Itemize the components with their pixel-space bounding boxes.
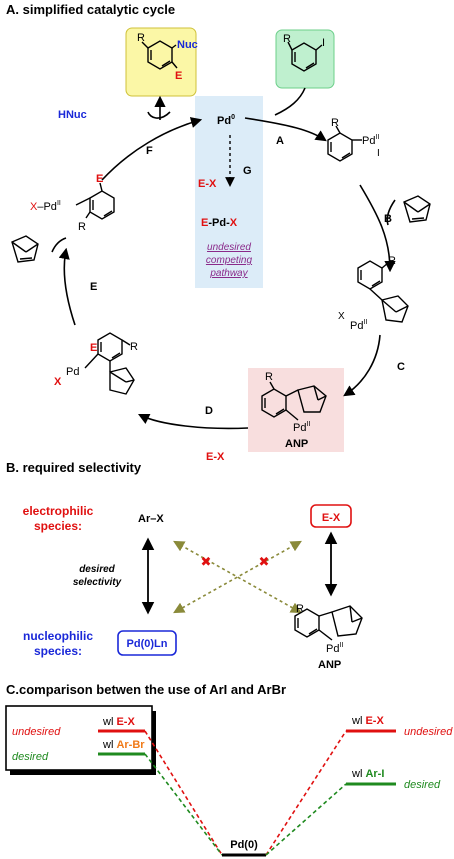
arrow-step-e xyxy=(58,247,76,326)
electrophilic-label-1: electrophilic xyxy=(23,504,94,518)
anp-pd-label: PdII xyxy=(293,421,310,434)
right-ari-connector xyxy=(265,783,347,856)
norbornene-out-structure xyxy=(11,235,39,263)
arylpd-pd-label: PdII xyxy=(362,134,379,147)
left-desired-label: desired xyxy=(12,751,49,763)
epdx-label: E-Pd-X xyxy=(201,217,238,229)
anp-r-label: R xyxy=(265,371,273,383)
pd0ln-box xyxy=(117,630,177,656)
right-undesired-label: undesired xyxy=(404,726,453,738)
anp-structure-b xyxy=(294,605,363,641)
aryl-iodide-i-label: I xyxy=(322,37,325,49)
after-e-pd-label: X–PdII xyxy=(30,200,61,213)
after-d-pd-label: Pd xyxy=(66,366,79,378)
after-d-r-label: R xyxy=(130,341,138,353)
product-r-label: R xyxy=(137,32,145,44)
right-wl-ari-label: wl Ar-I xyxy=(351,768,384,780)
right-desired-label: desired xyxy=(404,779,441,791)
undesired-line-3: pathway xyxy=(209,268,248,279)
norbornene-in-structure xyxy=(403,195,431,223)
after-d-structure xyxy=(84,332,135,395)
arrow-step-c xyxy=(343,334,381,397)
aryl-iodide-structure xyxy=(287,41,323,72)
after-e-r-label: R xyxy=(78,221,86,233)
anp-b-r-label: R xyxy=(296,603,304,615)
ex-box xyxy=(310,504,352,528)
ex-box-label: E-X xyxy=(322,512,341,524)
competing-pathway-panel xyxy=(195,96,263,288)
left-wl-arbr-label: wl Ar-Br xyxy=(102,739,145,751)
norbornyl-x-label: X xyxy=(338,311,345,322)
arylpd-r-label: R xyxy=(331,117,339,129)
product-structure xyxy=(141,40,178,70)
pd0ln-label: Pd(0)Ln xyxy=(127,638,168,650)
after-e-e-label: E xyxy=(96,173,103,185)
step-d-label: D xyxy=(205,405,213,417)
pd0-label: Pd0 xyxy=(217,114,235,127)
cross-mark-right: ✖ xyxy=(259,554,270,569)
arrow-step-f xyxy=(101,117,203,181)
electrophilic-label-2: species: xyxy=(34,519,82,533)
hnuc-label: HNuc xyxy=(58,109,87,121)
desired-selectivity-1: desired xyxy=(79,564,115,575)
desired-selectivity-2: selectivity xyxy=(73,577,122,588)
cross-mark-left: ✖ xyxy=(201,554,212,569)
right-ex-connector xyxy=(265,730,347,856)
arrow-hnuc-in xyxy=(147,111,171,119)
after-d-x-label: X xyxy=(54,376,62,388)
arylpd-i-label: I xyxy=(377,148,380,159)
arrow-step-a xyxy=(244,117,327,142)
arrow-nbe-in xyxy=(386,199,396,226)
norbornyl-pd-label: PdII xyxy=(350,319,367,332)
norbornyl-pd-structure xyxy=(357,260,409,323)
after-e-structure xyxy=(75,182,115,220)
legend-box xyxy=(5,705,153,771)
anp-b-pd-label: PdII xyxy=(326,642,343,655)
norbornyl-r-label: R xyxy=(388,255,396,267)
step-a-label: A xyxy=(276,135,284,147)
step-g-label: G xyxy=(243,165,252,177)
ex-reagent-d: E-X xyxy=(206,451,225,463)
step-b-label: B xyxy=(384,213,392,225)
section-c-heading: C.comparison betwen the use of ArI and A… xyxy=(6,682,286,697)
right-wl-ex-label: wl E-X xyxy=(351,715,384,727)
arx-label: Ar–X xyxy=(138,513,164,525)
arylpd-iodide-structure xyxy=(327,125,362,162)
step-c-label: C xyxy=(397,361,405,373)
arrow-ari-in xyxy=(274,87,306,116)
anp-structure xyxy=(261,381,327,421)
anp-label-a: ANP xyxy=(285,438,308,450)
arrow-step-d xyxy=(137,413,249,430)
after-d-e-label: E xyxy=(90,342,97,354)
arrow-nbe-out xyxy=(51,237,67,253)
left-arbr-connector xyxy=(144,753,223,856)
section-b-heading: B. required selectivity xyxy=(6,460,142,475)
left-wl-ex-label: wl E-X xyxy=(102,716,135,728)
anp-box xyxy=(248,368,344,452)
left-ex-connector xyxy=(144,730,223,856)
catalytic-cycle-arrows xyxy=(51,87,396,430)
undesired-line-2: competing xyxy=(206,255,253,266)
product-nuc-label: Nuc xyxy=(177,39,198,51)
nucleophilic-label-2: species: xyxy=(34,644,82,658)
nucleophilic-label-1: nucleophilic xyxy=(23,629,93,643)
arrow-step-b xyxy=(359,184,396,273)
step-f-label: F xyxy=(146,145,153,157)
ex-reagent-g: E-X xyxy=(198,178,217,190)
section-a-heading: A. simplified catalytic cycle xyxy=(6,2,175,17)
left-undesired-label: undesired xyxy=(12,726,61,738)
aryl-iodide-r-label: R xyxy=(283,33,291,45)
pd0-level-label: Pd(0) xyxy=(230,839,258,851)
step-e-label: E xyxy=(90,281,97,293)
product-e-label: E xyxy=(175,70,182,82)
anp-label-b: ANP xyxy=(318,659,341,671)
undesired-line-1: undesired xyxy=(207,242,251,253)
